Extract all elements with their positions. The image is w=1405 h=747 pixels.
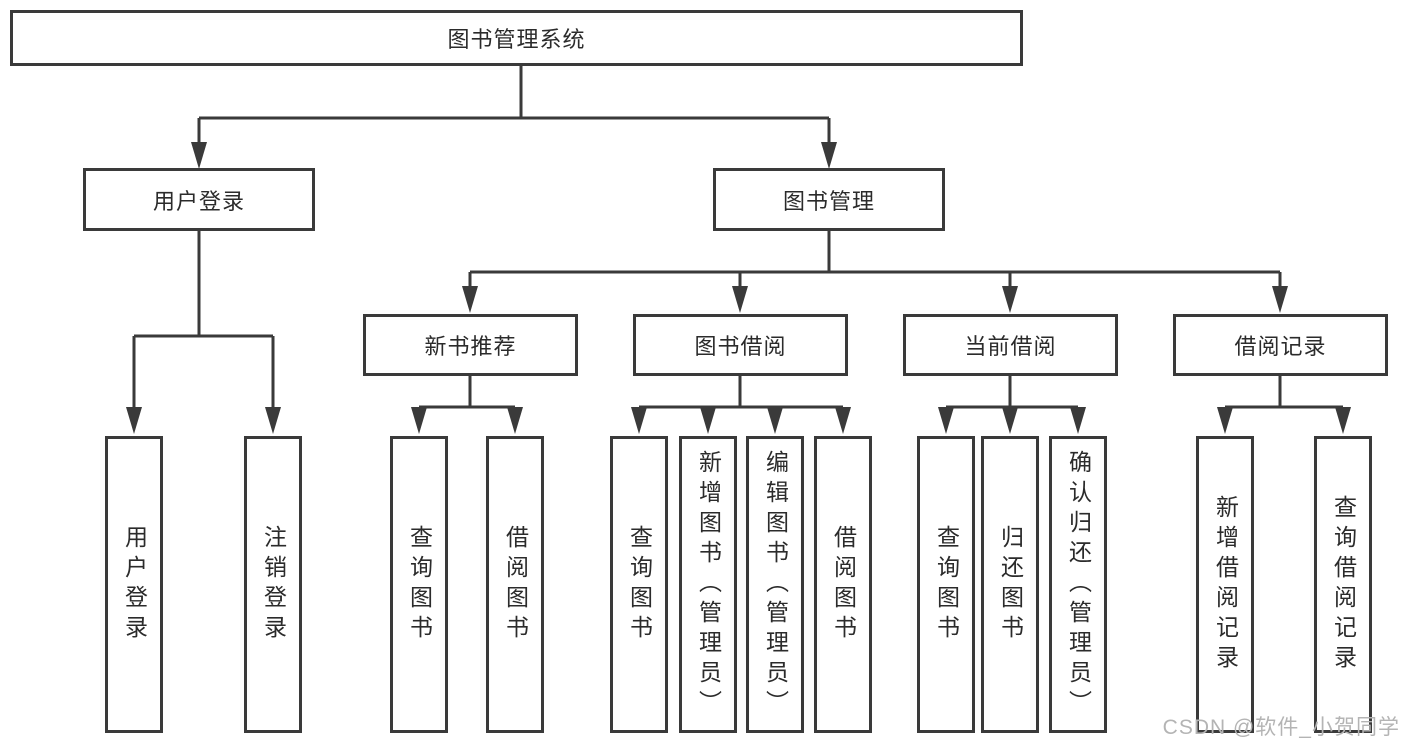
node-user-login: 用户登录	[83, 168, 315, 231]
node-leaf-return-books: 归还图书	[981, 436, 1039, 733]
node-library-management-system: 图书管理系统	[10, 10, 1023, 66]
node-leaf-confirm-return-admin: 确认归还（管理员）	[1049, 436, 1107, 733]
node-borrow-records: 借阅记录	[1173, 314, 1388, 376]
node-book-management: 图书管理	[713, 168, 945, 231]
node-book-borrow: 图书借阅	[633, 314, 848, 376]
node-leaf-add-borrow-record: 新增借阅记录	[1196, 436, 1254, 733]
node-leaf-query-books-current: 查询图书	[917, 436, 975, 733]
node-leaf-query-books-borrow: 查询图书	[610, 436, 668, 733]
watermark-text: CSDN @软件_小贺同学	[1162, 716, 1400, 739]
node-leaf-query-books-recommend: 查询图书	[390, 436, 448, 733]
node-leaf-edit-book-admin: 编辑图书（管理员）	[746, 436, 804, 733]
node-leaf-query-borrow-record: 查询借阅记录	[1314, 436, 1372, 733]
node-current-borrow: 当前借阅	[903, 314, 1118, 376]
node-leaf-user-login: 用户登录	[105, 436, 163, 733]
node-leaf-borrow-books-recommend: 借阅图书	[486, 436, 544, 733]
node-leaf-add-book-admin: 新增图书（管理员）	[679, 436, 737, 733]
node-leaf-logout: 注销登录	[244, 436, 302, 733]
node-new-book-recommend: 新书推荐	[363, 314, 578, 376]
node-leaf-borrow-books: 借阅图书	[814, 436, 872, 733]
